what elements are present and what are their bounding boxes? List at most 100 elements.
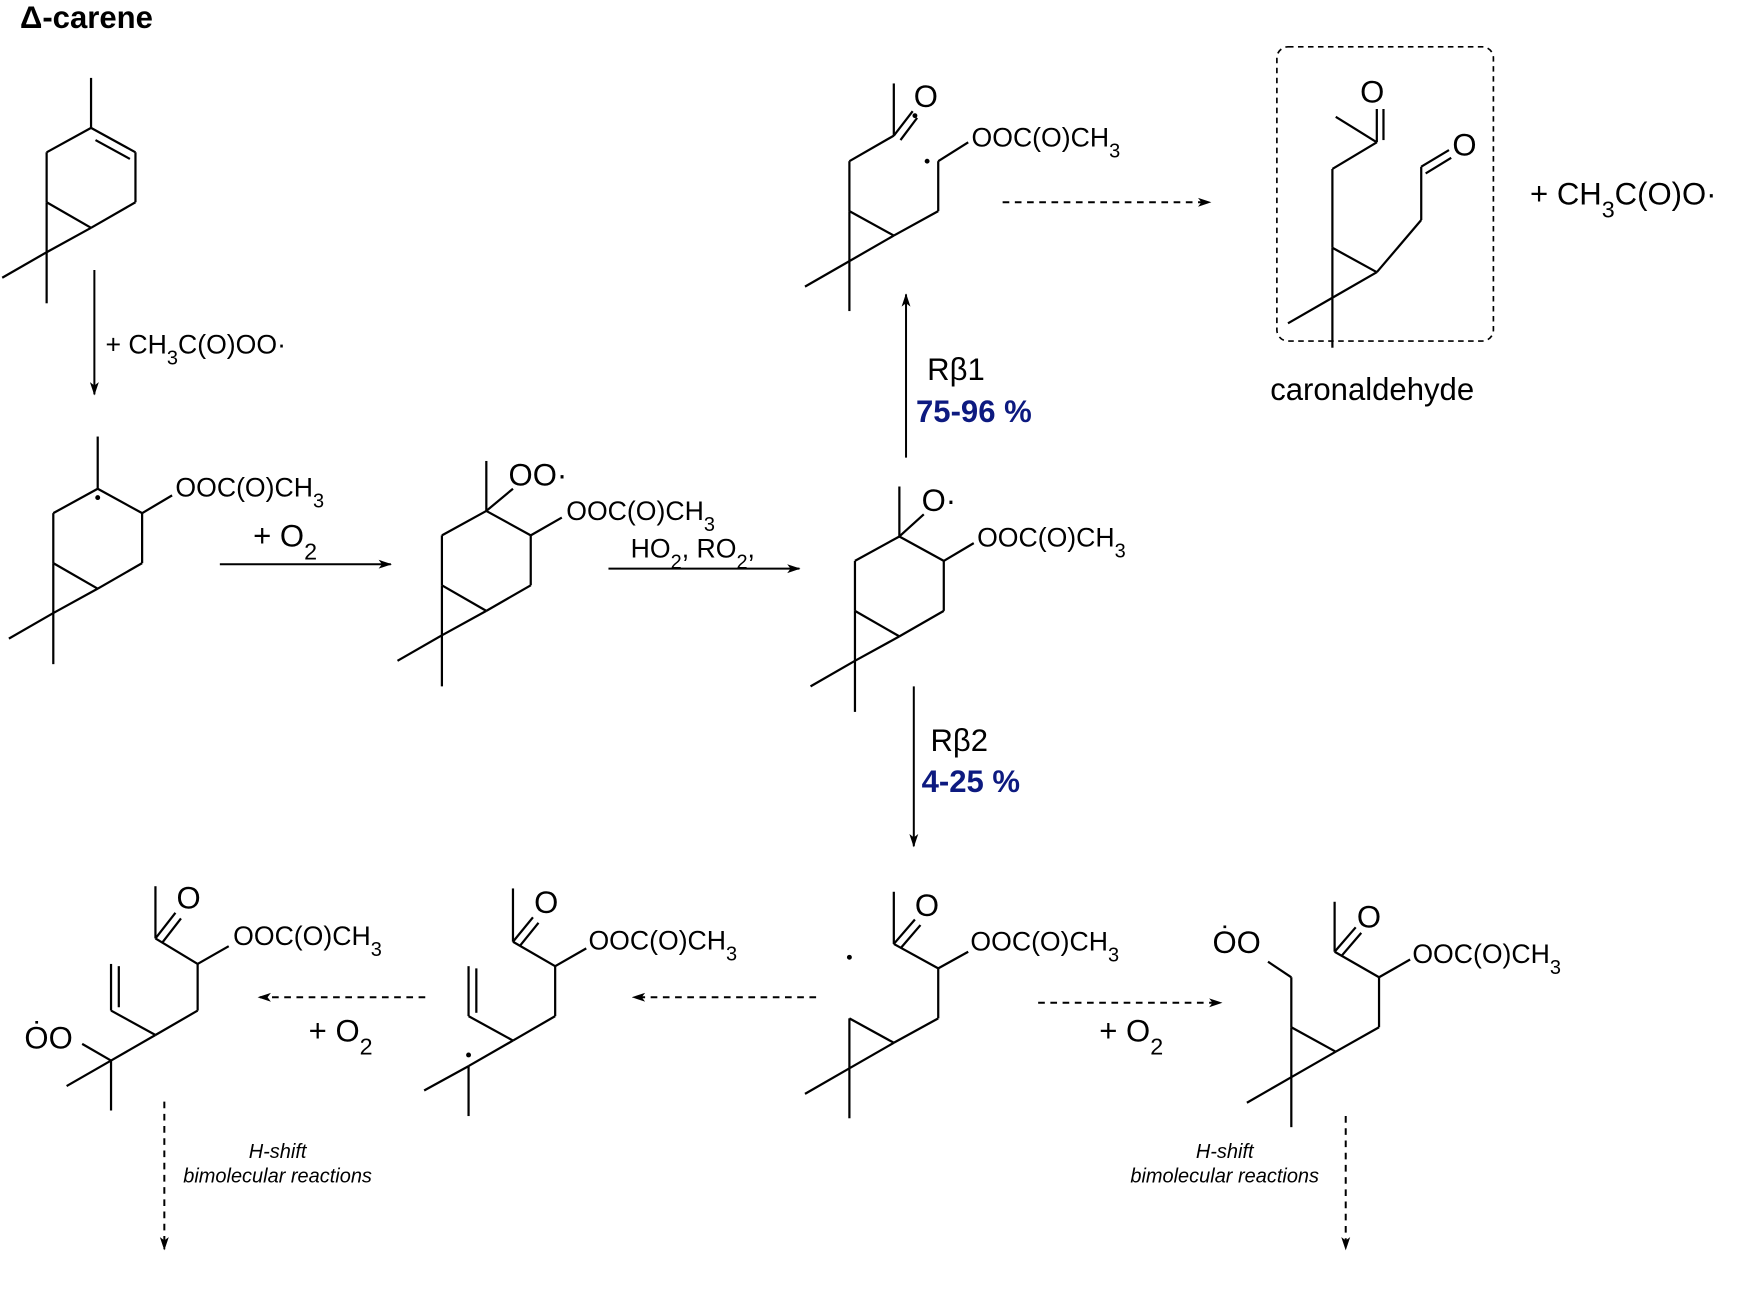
ring-bond [52,562,99,590]
pathway-rb1-label: Rβ1 [927,352,985,387]
bond [423,1065,470,1092]
bond [468,1015,514,1042]
o-bond [898,513,925,538]
cyclopropane-bond [848,1041,895,1070]
pathway-rb2-yield: 4-25 % [922,764,1020,799]
carbonyl-bond [899,117,919,141]
carbonyl-bond [899,924,922,950]
ring-bond [485,509,532,537]
bond [893,1017,939,1044]
note-right-bimolecular: bimolecular reactions [1130,1166,1319,1188]
bond [512,1015,556,1042]
oo-bond [81,1042,112,1062]
coproduct-acetyloxy: + CH3C(O)O· [1530,176,1716,222]
ester-group: OOC(O)CH3 [972,123,1121,163]
note-left-bimolecular: bimolecular reactions [183,1166,372,1188]
ester-group: OOC(O)CH3 [1412,939,1561,979]
pathway-rb2-label: Rβ2 [930,723,988,758]
ester-group: OOC(O)CH3 [588,926,737,966]
cyclopropane-bond [1331,271,1378,299]
peroxy-group: OO· [509,457,568,492]
ring-bond [46,201,92,229]
carbonyl-bond [1340,932,1363,957]
scheme-title: Δ-carene [20,0,153,35]
methyl-bond [1287,296,1333,325]
aldehyde-oxo-group: O [1452,128,1476,163]
bond [1335,1026,1380,1053]
carbonyl-bond [1425,156,1452,175]
reaction-arrows [89,197,1351,1251]
ester-bond [1378,958,1411,979]
bond [66,1059,112,1088]
ring-bond [90,126,136,154]
note-left-hshift: H-shift [249,1141,308,1163]
methyl-bond [396,634,443,662]
ester-group: OOC(O)CH3 [977,522,1126,562]
cyclopropane-bond [1290,1050,1337,1079]
ester-group: OOC(O)CH3 [175,472,324,512]
bond [1375,219,1423,273]
cyclopropane-bond [441,609,487,637]
radical-dot [912,113,918,119]
carbonyl-bond [518,922,540,947]
carbonyl-bond [161,917,182,944]
peroxy-group-right: ȮO [1212,925,1260,960]
bond [154,1009,199,1036]
bond [110,1009,156,1036]
ring-bond [854,609,900,638]
ester-bond [937,950,969,970]
carbonyl-bond [892,918,916,945]
methyl-bond [1,251,48,279]
cyclopropane-bond [854,635,900,662]
note-right-hshift: H-shift [1196,1141,1255,1163]
radical-dot [95,495,101,501]
cyclopropane-bond [46,226,92,254]
reagent-acetylperoxy: + CH3C(O)OO· [105,329,285,369]
ring-bond [898,609,945,638]
oxo-group: O [177,880,201,915]
carbonyl-bond [154,912,177,940]
carbonyl-bond [892,110,914,137]
methyl-bond [804,1067,850,1095]
oxo-group: O [1357,899,1381,934]
reagent-o2-left: + O2 [309,1014,373,1060]
alkoxy-group: O· [922,483,957,518]
methyl-bond [8,612,54,640]
reagent-ho2-ro2: HO2, RO2, [631,534,755,574]
molecule-bonds [1,77,1452,1128]
ring-bond [898,535,945,562]
ring-bond [97,562,143,590]
radical-dot [924,158,930,164]
carbonyl-bond [512,916,534,943]
cyclopropane-bond [848,1017,895,1044]
ring-bond [46,126,92,154]
cyclopropane-bond [1331,246,1378,274]
bond [468,1039,514,1068]
ring-bond [854,535,900,562]
ester-bond [943,542,975,562]
ester-bond [554,947,587,968]
bond [1420,149,1450,168]
ester-group: OOC(O)CH3 [970,927,1119,967]
bond [1331,141,1378,170]
pathway-rb1-yield: 75-96 % [916,394,1032,429]
oxo-group: O [914,79,938,114]
ester-group: OOC(O)CH3 [233,921,382,961]
ester-bond [937,141,969,163]
ring-bond [441,584,487,612]
ring-bond [441,509,487,537]
ring-bond [52,487,99,515]
bond [1267,960,1292,979]
ring-bond [485,584,532,612]
ring-bond [90,201,137,229]
ester-group: OOC(O)CH3 [566,496,715,536]
ester-bond [141,494,173,515]
bond [110,1034,156,1062]
methyl-bond [1335,115,1378,144]
bond [893,210,939,237]
product-highlight-box [1276,45,1495,342]
cyclopropane-bond [848,234,895,263]
ester-bond [197,945,230,965]
bond [848,134,895,163]
